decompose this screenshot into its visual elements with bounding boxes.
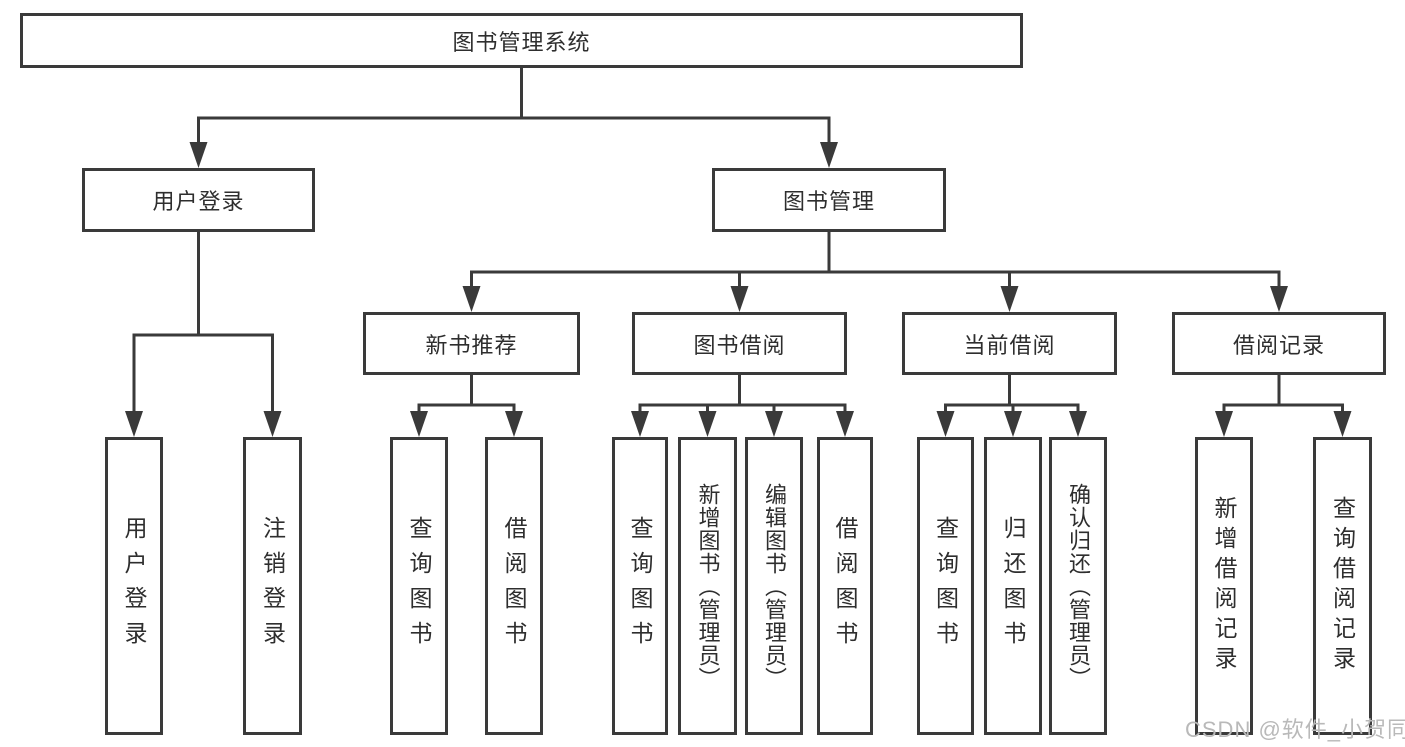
leaf-borrow-query-books: 查询图书 bbox=[612, 437, 668, 735]
leaf-borrow-borrow-books: 借阅图书 bbox=[817, 437, 873, 735]
leaf-newrec-query-books: 查询图书 bbox=[390, 437, 448, 735]
node-label: 编辑图书（管理员） bbox=[762, 482, 787, 690]
node-current-borrow: 当前借阅 bbox=[902, 312, 1117, 375]
leaf-current-return-books: 归还图书 bbox=[984, 437, 1042, 735]
node-label: 当前借阅 bbox=[963, 332, 1056, 358]
node-label: 新书推荐 bbox=[425, 332, 518, 358]
node-label: 查询借阅记录 bbox=[1329, 496, 1356, 676]
leaf-records-query-borrow-record: 查询借阅记录 bbox=[1313, 437, 1372, 735]
node-book-management: 图书管理 bbox=[712, 168, 946, 232]
leaf-borrow-edit-books-admin: 编辑图书（管理员） bbox=[745, 437, 803, 735]
node-label: 查询图书 bbox=[627, 516, 653, 656]
node-label: 新增图书（管理员） bbox=[695, 482, 721, 690]
node-label: 图书借阅 bbox=[693, 332, 786, 358]
node-label: 新增借阅记录 bbox=[1211, 496, 1237, 676]
node-label: 图书管理 bbox=[782, 189, 875, 214]
node-label: 注销登录 bbox=[259, 516, 286, 656]
node-label: 查询图书 bbox=[406, 516, 432, 656]
node-label: 归还图书 bbox=[1000, 516, 1026, 656]
leaf-logout: 注销登录 bbox=[243, 437, 302, 735]
leaf-newrec-borrow-books: 借阅图书 bbox=[485, 437, 543, 735]
node-borrow-records: 借阅记录 bbox=[1172, 312, 1386, 375]
node-new-book-recommend: 新书推荐 bbox=[363, 312, 580, 375]
node-label: 用户登录 bbox=[121, 516, 147, 656]
node-label: 借阅图书 bbox=[501, 516, 527, 656]
node-library-system: 图书管理系统 bbox=[20, 13, 1023, 68]
leaf-current-confirm-return-admin: 确认归还（管理员） bbox=[1049, 437, 1107, 735]
node-label: 借阅图书 bbox=[832, 516, 858, 656]
node-book-borrow: 图书借阅 bbox=[632, 312, 847, 375]
node-label: 借阅记录 bbox=[1232, 332, 1325, 358]
node-label: 用户登录 bbox=[152, 189, 245, 214]
node-label: 查询图书 bbox=[932, 516, 959, 656]
node-user-login: 用户登录 bbox=[82, 168, 315, 232]
leaf-current-query-books: 查询图书 bbox=[917, 437, 974, 735]
watermark: CSDN @软件_小贺同学 bbox=[1185, 717, 1405, 742]
leaf-borrow-add-books-admin: 新增图书（管理员） bbox=[678, 437, 737, 735]
node-label: 图书管理系统 bbox=[452, 29, 591, 55]
leaf-records-add-borrow-record: 新增借阅记录 bbox=[1195, 437, 1253, 735]
node-label: 确认归还（管理员） bbox=[1066, 482, 1091, 690]
leaf-user-login: 用户登录 bbox=[105, 437, 163, 735]
